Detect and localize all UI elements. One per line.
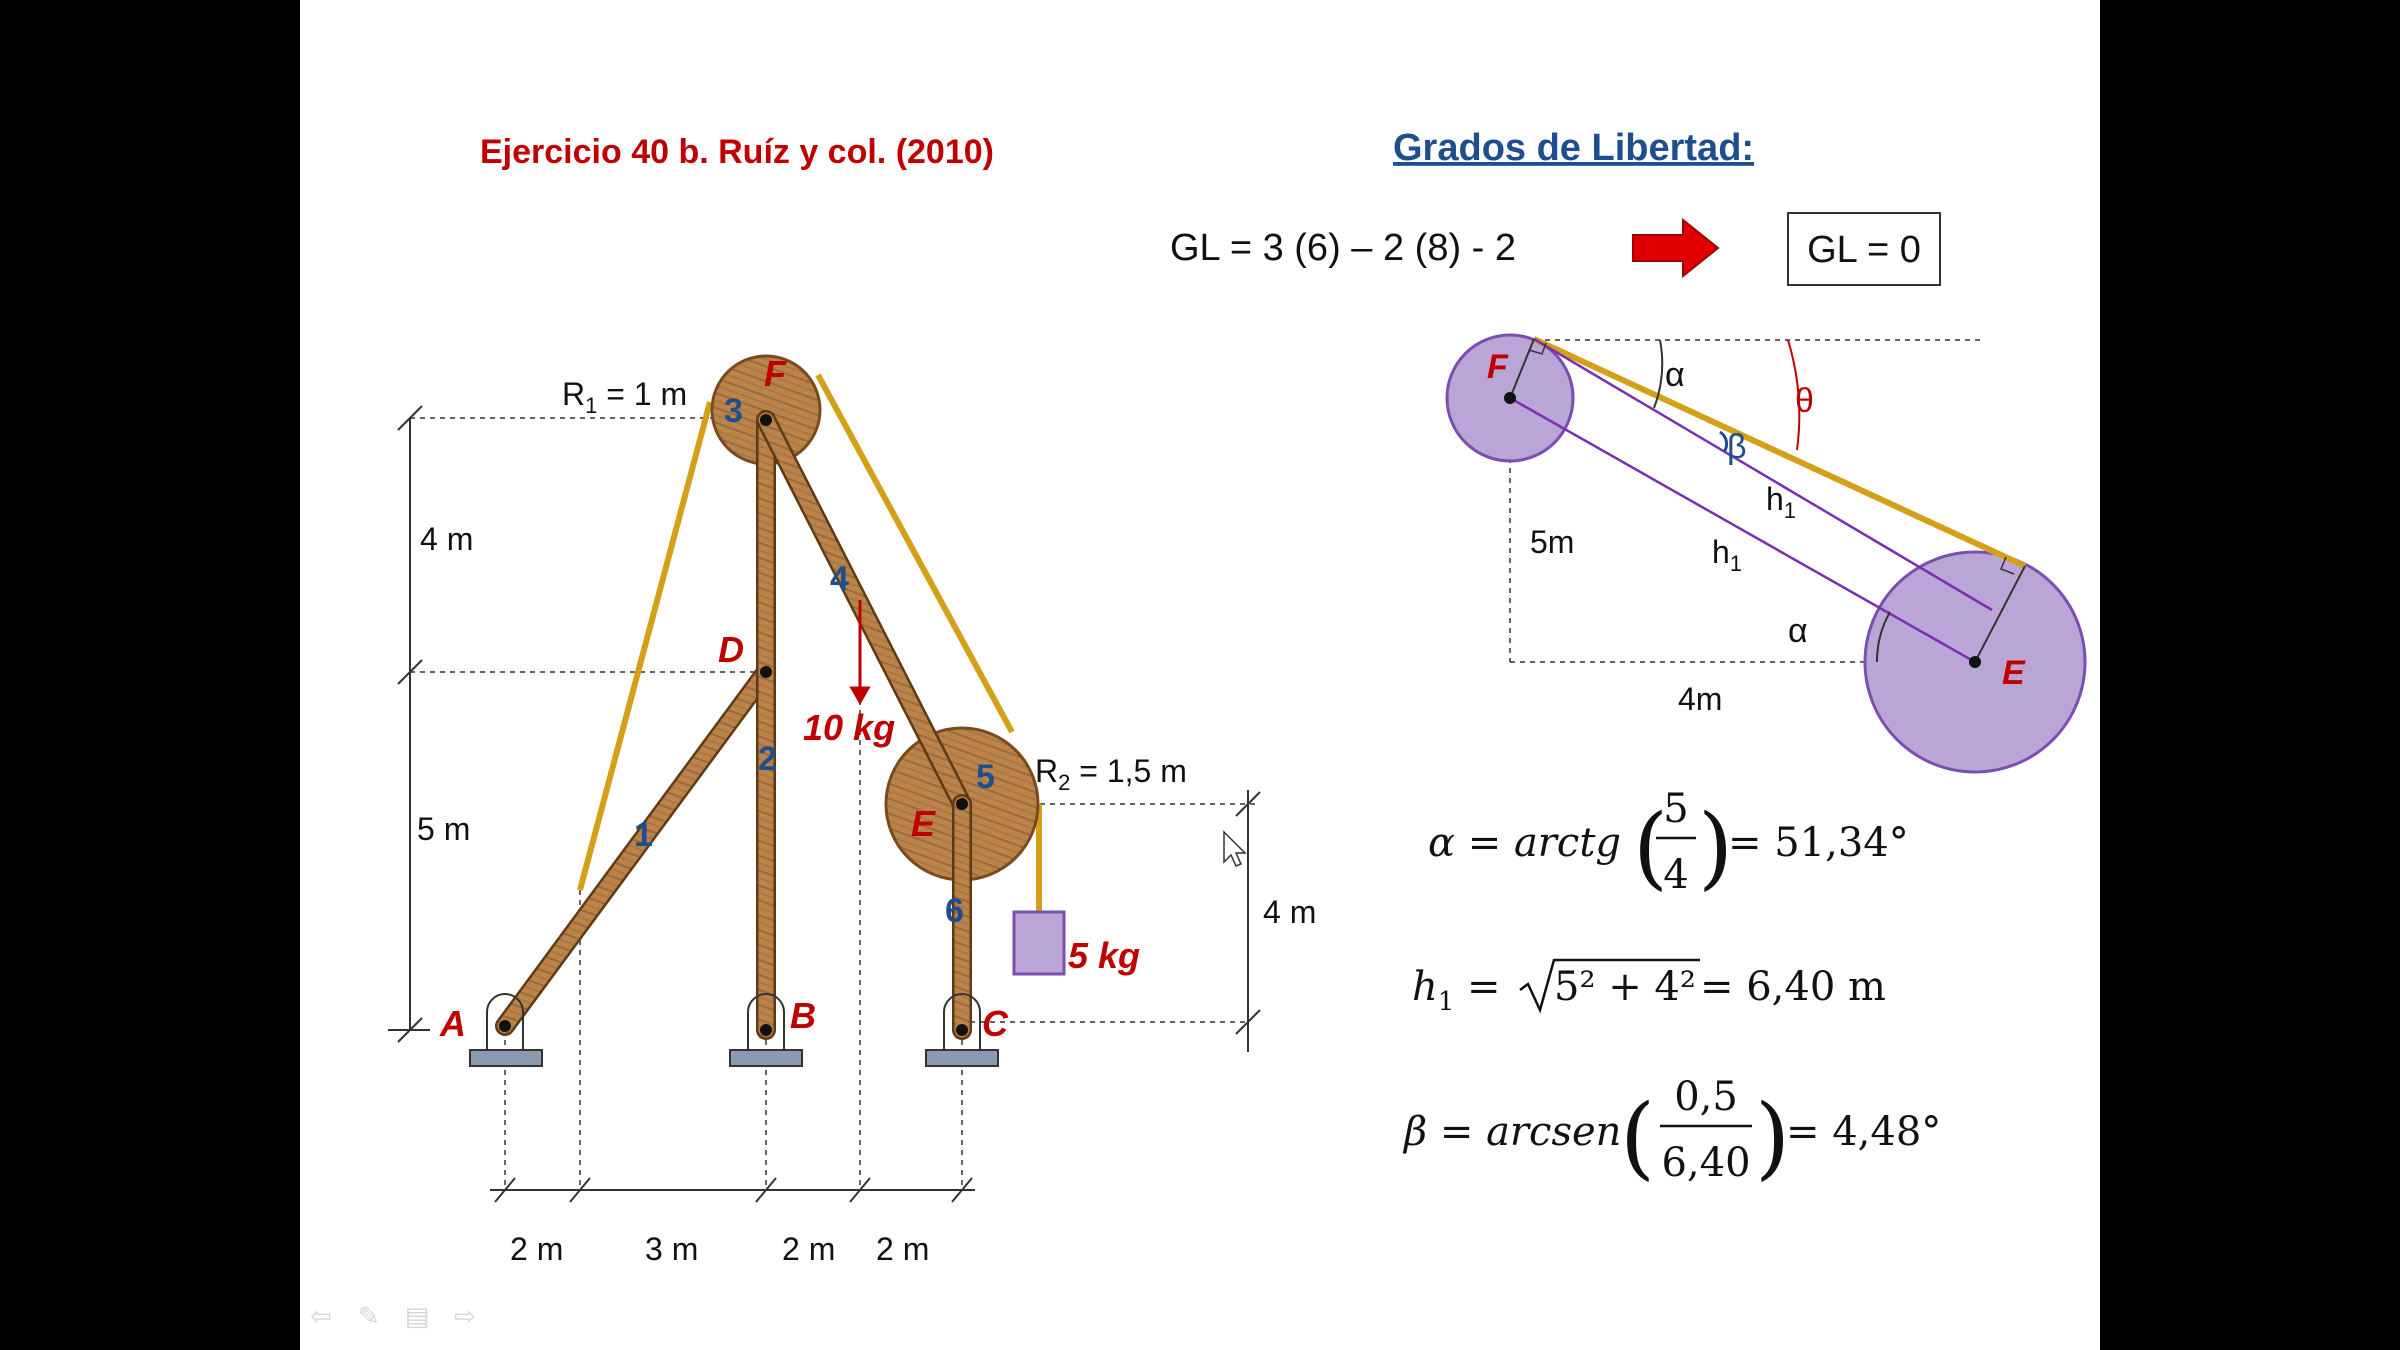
menu-icon[interactable]: ▤ — [404, 1302, 430, 1332]
result-box — [1787, 212, 1941, 286]
heading: Grados de Libertad: — [1393, 127, 1754, 169]
member-1-label: 1 — [634, 816, 653, 854]
radius-line — [1974, 565, 2026, 663]
svg-text:5: 5 — [1663, 786, 1688, 832]
weight-block — [1012, 910, 1066, 976]
five-m-label: 5m — [1530, 524, 1574, 560]
formula-beta: β = arcsen ( 0,5 6,40 ) = 4,48° — [1402, 1074, 1941, 1190]
h1-lower-label: h1 — [1712, 534, 1742, 576]
svg-text:): ) — [1698, 795, 1733, 900]
member-5-label: 5 — [976, 758, 995, 796]
point-c-label: C — [982, 1003, 1009, 1044]
support-c — [925, 993, 999, 1067]
dim-5m: 5 m — [417, 811, 470, 847]
center-e-dot — [1969, 656, 1981, 668]
gl-result: GL = 0 — [1807, 229, 1921, 271]
alpha-top-label: α — [1665, 356, 1685, 394]
alpha-bottom-label: α — [1788, 612, 1808, 650]
svg-text:(: ( — [1633, 795, 1668, 900]
h1-upper-label: h1 — [1766, 481, 1796, 523]
svg-text:= 6,40 m: = 6,40 m — [1700, 964, 1886, 1010]
right-f-label: F — [1487, 348, 1509, 386]
svg-text:5² + 4²: 5² + 4² — [1554, 964, 1696, 1010]
center-line — [1509, 396, 1976, 664]
right-angle-marks — [1528, 342, 2015, 575]
svg-text:β = arcsen: β = arcsen — [1402, 1109, 1621, 1155]
slide: Ejercicio 40 b. Ruíz y col. (2010) Grado… — [300, 0, 2100, 1350]
pen-icon[interactable]: ✎ — [358, 1302, 380, 1332]
point-d-label: D — [718, 629, 744, 670]
joints — [499, 414, 968, 1036]
diagram-canvas: Ejercicio 40 b. Ruíz y col. (2010) Grado… — [388, 127, 2087, 1267]
load-10kg-label: 10 kg — [803, 707, 895, 748]
radius-line-f — [1509, 338, 1535, 399]
svg-text:6,40: 6,40 — [1661, 1140, 1750, 1186]
dimension-lines — [388, 405, 1261, 1203]
forward-arrow-icon[interactable]: ⇨ — [454, 1302, 476, 1332]
bars — [495, 410, 972, 1040]
dim-bottom-1: 2 m — [510, 1231, 563, 1267]
point-e-label: E — [911, 803, 936, 844]
r1-label: R1 = 1 m — [562, 376, 687, 418]
angle-arcs — [1653, 339, 1891, 663]
svg-text:= 51,34°: = 51,34° — [1728, 820, 1909, 866]
formula-alpha: α = arctg ( 5 4 ) = 51,34° — [1428, 786, 1909, 900]
exercise-title: Ejercicio 40 b. Ruíz y col. (2010) — [480, 133, 994, 171]
center-f-dot — [1504, 392, 1516, 404]
back-arrow-icon[interactable]: ⇦ — [310, 1302, 332, 1332]
right-e-label: E — [2002, 654, 2026, 692]
support-a — [469, 993, 543, 1067]
red-arrow-icon — [1632, 217, 1720, 279]
support-b — [729, 993, 803, 1067]
tangent-rope — [1532, 336, 2027, 569]
member-2-label: 2 — [758, 740, 777, 778]
theta-label: θ — [1795, 382, 1814, 420]
point-f-label: F — [764, 353, 787, 394]
svg-text:4: 4 — [1663, 852, 1688, 898]
beta-label: β — [1727, 428, 1747, 466]
dim-4m-right: 4 m — [1263, 894, 1316, 930]
dim-bottom-4: 2 m — [876, 1231, 929, 1267]
r2-label: R2 = 1,5 m — [1035, 753, 1187, 795]
parallel-line — [1533, 337, 1993, 612]
dim-4m: 4 m — [420, 521, 473, 557]
load-5kg-label: 5 kg — [1068, 935, 1140, 976]
svg-text:= 4,48°: = 4,48° — [1786, 1109, 1941, 1155]
svg-text:(: ( — [1620, 1085, 1655, 1190]
cursor-icon — [1223, 830, 1247, 867]
load-arrow-10kg — [849, 600, 871, 706]
member-6-label: 6 — [945, 892, 964, 930]
ropes — [577, 373, 1042, 912]
formula-h1: h1 = 5² + 4² = 6,40 m — [1412, 958, 1886, 1017]
dim-bottom-3: 2 m — [782, 1231, 835, 1267]
slideshow-toolbar: ⇦ ✎ ▤ ⇨ — [300, 1302, 480, 1336]
point-b-label: B — [790, 995, 816, 1036]
member-4-label: 4 — [830, 560, 849, 598]
four-m-label: 4m — [1678, 681, 1722, 717]
svg-text:): ) — [1755, 1085, 1790, 1190]
svg-text:0,5: 0,5 — [1674, 1074, 1738, 1120]
gl-equation: GL = 3 (6) – 2 (8) - 2 — [1170, 227, 1516, 269]
dim-bottom-2: 3 m — [645, 1231, 698, 1267]
svg-text:α = arctg: α = arctg — [1428, 820, 1621, 866]
member-3-label: 3 — [724, 392, 743, 430]
point-a-label: A — [439, 1003, 466, 1044]
svg-text:h1 =: h1 = — [1412, 964, 1501, 1017]
